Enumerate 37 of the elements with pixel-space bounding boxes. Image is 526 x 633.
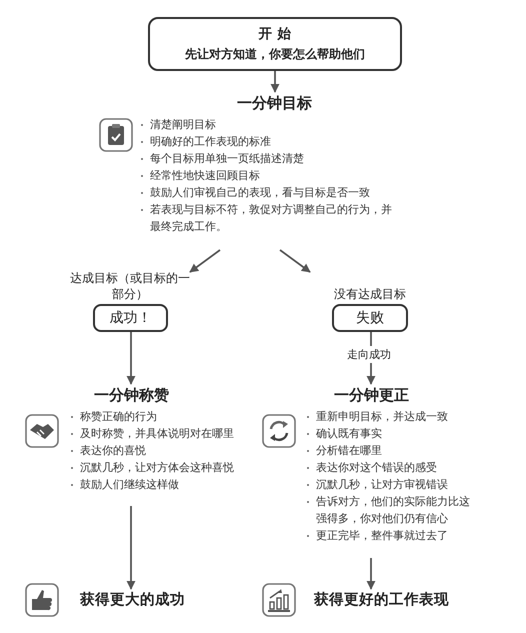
arrow: [126, 506, 136, 590]
section-heading: 一分钟称赞: [94, 386, 169, 404]
outcome-text: 获得更好的工作表现: [314, 591, 449, 609]
arrow: [279, 249, 311, 273]
bullet-item: 经常性地快速回顾目标: [140, 167, 402, 184]
branch-caption: 达成目标（或目标的一部分）: [70, 270, 190, 302]
section-heading: 一分钟更正: [334, 386, 409, 404]
bullet-item: 若表现与目标不符，敦促对方调整自己的行为，并最终完成工作。: [140, 201, 402, 235]
arrow: [270, 71, 280, 93]
bullet-item: 更正完毕，整件事就过去了: [306, 527, 478, 544]
arrow: [366, 558, 376, 590]
bullet-item: 鼓励人们继续这样做: [70, 476, 255, 493]
bullet-item: 清楚阐明目标: [140, 116, 402, 133]
bullet-item: 称赞正确的行为: [70, 408, 255, 425]
edge-label: 走向成功: [347, 346, 391, 363]
box-title: 开 始: [258, 25, 292, 44]
bullet-item: 确认既有事实: [306, 425, 478, 442]
bullet-item: 表达你的喜悦: [70, 442, 255, 459]
section-heading: 一分钟目标: [237, 94, 312, 112]
bullet-item: 告诉对方，他们的实际能力比这强得多，你对他们仍有信心: [306, 493, 478, 527]
arrow: [126, 332, 136, 385]
result-box: 失败: [332, 304, 408, 332]
bullet-item: 表达你对这个错误的感受: [306, 459, 478, 476]
outcome-text: 获得更大的成功: [80, 591, 185, 609]
bullet-item: 沉默几秒，让对方体会这种喜悦: [70, 459, 255, 476]
branch-caption: 没有达成目标: [333, 286, 407, 302]
arrow: [189, 249, 221, 273]
bullet-item: 重新申明目标，并达成一致: [306, 408, 478, 425]
bullet-item: 及时称赞，并具体说明对在哪里: [70, 425, 255, 442]
bullet-item: 明确好的工作表现的标准: [140, 133, 402, 150]
result-box: 成功！: [93, 304, 168, 332]
bullet-item: 每个目标用单独一页纸描述清楚: [140, 150, 402, 167]
bullet-item: 分析错在哪里: [306, 442, 478, 459]
bullet-item: 沉默几秒，让对方审视错误: [306, 476, 478, 493]
box-text: 先让对方知道，你要怎么帮助他们: [185, 46, 365, 63]
start-box: [148, 17, 402, 71]
bullet-item: 鼓励人们审视自己的表现，看与目标是否一致: [140, 184, 402, 201]
